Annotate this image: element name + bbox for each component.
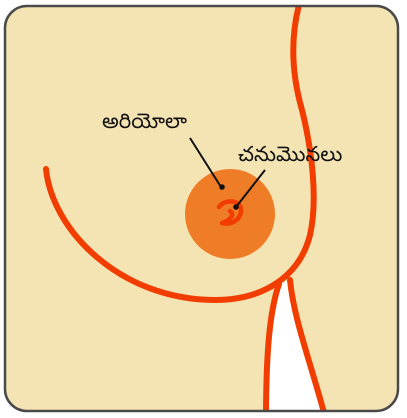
- cleavage-edge-right: [287, 277, 329, 411]
- cleavage-edge-left: [263, 281, 282, 411]
- areola-leader-line: [189, 137, 222, 188]
- frame-border: [3, 4, 400, 413]
- breast-outline: [43, 6, 317, 304]
- nipple-leader-dot: [233, 204, 239, 210]
- areola-label: అరియోలా: [102, 109, 187, 133]
- nipple-label: చనుమొనలు: [238, 142, 343, 166]
- nipple-mark: [216, 199, 244, 226]
- nipple-leader-line: [235, 169, 266, 208]
- areola-leader-dot: [219, 184, 225, 190]
- cleavage-gap: [266, 280, 326, 411]
